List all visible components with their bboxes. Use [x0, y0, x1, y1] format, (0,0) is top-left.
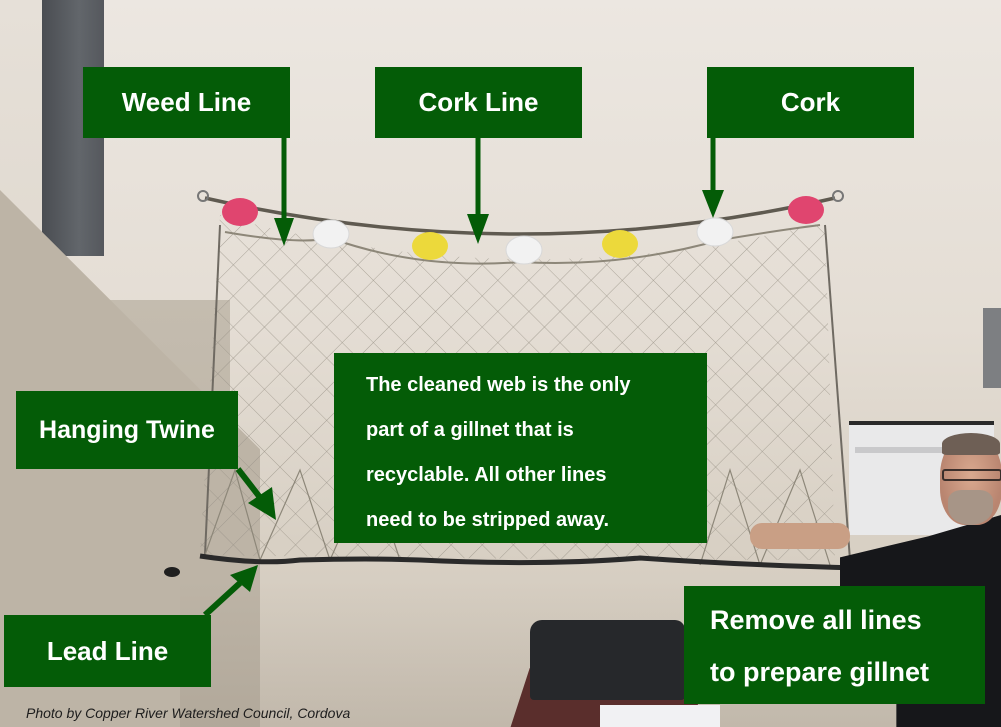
label-hanging-twine: Hanging Twine — [16, 391, 238, 469]
label-cork: Cork — [707, 67, 914, 138]
cork-arrow-head — [702, 190, 724, 218]
printer — [530, 620, 685, 700]
lead-line-arrow-shaft — [202, 580, 243, 618]
callout-line: The cleaned web is the only — [366, 374, 631, 396]
net-side-right — [824, 224, 851, 561]
instruction-line: Remove all lines — [710, 605, 922, 635]
label-cork-line: Cork Line — [375, 67, 582, 138]
calendar-header — [855, 447, 988, 453]
photo-credit: Photo by Copper River Watershed Council,… — [26, 705, 351, 721]
person-beard — [948, 490, 993, 525]
hanging-twine-arrow-head — [248, 487, 276, 520]
cork-line-arrow-head — [467, 214, 489, 244]
cork-white — [312, 219, 350, 249]
hanging-twine-arrow-shaft — [235, 467, 265, 502]
wall-fixture — [983, 308, 1001, 388]
label-lead-line: Lead Line — [4, 615, 211, 687]
lead-line-eye-left — [164, 567, 180, 577]
callout-line: part of a gillnet that is — [366, 419, 574, 441]
person-arm — [750, 523, 850, 549]
callout-line: need to be stripped away. — [366, 509, 610, 531]
cork-yellow — [412, 232, 448, 260]
cork-yellow — [602, 230, 638, 258]
callout-text: The cleaned web is the only part of a gi… — [366, 363, 631, 543]
net-side-left — [204, 224, 221, 556]
lead-line-arrow-head — [230, 565, 258, 592]
paper-sheet — [600, 705, 720, 727]
cork-white — [505, 235, 543, 265]
weed-line-arrow-head — [274, 218, 294, 246]
instruction-text: Remove all lines to prepare gillnet — [710, 594, 929, 698]
glasses — [942, 469, 1001, 481]
cork-pink — [222, 198, 258, 226]
lead-line — [199, 553, 886, 578]
cork-line-ring-left — [197, 190, 209, 202]
callout-line: recyclable. All other lines — [366, 464, 607, 486]
cork-line — [204, 196, 836, 236]
label-weed-line: Weed Line — [83, 67, 290, 138]
cork-white — [696, 217, 734, 247]
cork-line-ring-right — [832, 190, 844, 202]
cork-pink — [788, 196, 824, 224]
callout-recycling-info: The cleaned web is the only part of a gi… — [334, 353, 707, 543]
instruction-line: to prepare gillnet — [710, 657, 930, 687]
person-hair — [942, 433, 1000, 455]
instruction-box: Remove all lines to prepare gillnet — [684, 586, 985, 704]
